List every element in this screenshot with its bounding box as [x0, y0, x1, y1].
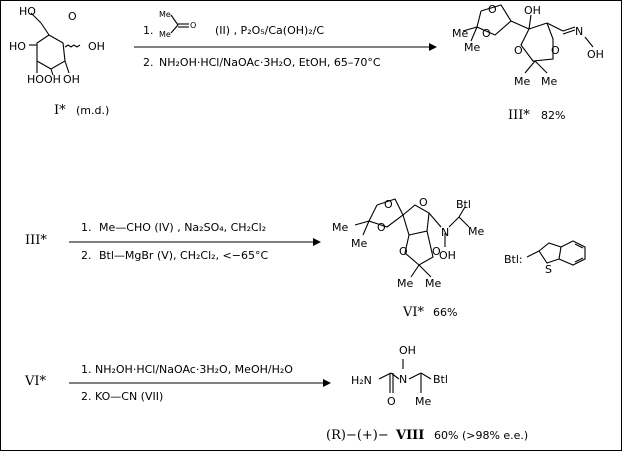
step1-condition-1: (II) , P₂O₅/Ca(OH)₂/C	[215, 24, 324, 37]
compound-III-structure	[462, 4, 594, 74]
compound-VIII-label: VIII	[395, 428, 424, 443]
compound-VI-yield: 66%	[433, 306, 457, 319]
III-o-upper1: O	[488, 3, 497, 16]
step1-condition-2: NH₂OH·HCl/NaOAc·3H₂O, EtOH, 65–70°C	[159, 56, 381, 69]
III-me2: Me	[464, 41, 480, 54]
III-n: N	[575, 25, 583, 38]
VI-oh: OH	[439, 249, 456, 262]
step2-condition-1: Me—CHO (IV) , Na₂SO₄, CH₂Cl₂	[99, 221, 266, 234]
compound-III-label: III*	[508, 108, 530, 123]
compound-VIII-prefix: (R)−(+)−	[326, 428, 389, 443]
VIII-oh: OH	[399, 344, 416, 357]
step2-condition-2: Btl—MgBr (V), CH₂Cl₂, <−65°C	[99, 249, 268, 262]
glucose-ho-left: HO	[9, 40, 26, 53]
VI-o-lower2: O	[432, 245, 441, 258]
reagent-II-me-top: Me	[159, 10, 171, 19]
VI-me3: Me	[397, 277, 413, 290]
step1-condition-1-num: 1.	[143, 24, 154, 37]
benzothiophene-structure	[526, 240, 586, 266]
compound-VI-label: VI*	[402, 305, 425, 320]
III-o-upper2: O	[482, 27, 491, 40]
compound-VIII-yield: 60% (>98% e.e.)	[434, 429, 528, 442]
III-oh-oxime: OH	[587, 48, 604, 61]
step1-condition-2-num: 2.	[143, 56, 154, 69]
VI-me-side: Me	[468, 225, 484, 238]
glucose-o-ring: O	[68, 10, 77, 23]
VIII-h2n: H₂N	[351, 374, 372, 387]
III-oh-top: OH	[524, 4, 541, 17]
compound-VIII-structure	[378, 359, 432, 393]
VI-btl: Btl	[456, 198, 471, 211]
compound-III-yield: 82%	[541, 109, 565, 122]
VI-n: N	[441, 226, 449, 239]
glucose-oh-bottom1: OH	[44, 73, 61, 86]
glucose-ho-bottom: HO	[27, 73, 44, 86]
VI-o-upper2: O	[377, 221, 386, 234]
VI-o-lower1: O	[399, 245, 408, 258]
VI-me4: Me	[425, 277, 441, 290]
III-me4: Me	[541, 75, 557, 88]
step1-arrowhead	[429, 43, 437, 51]
VI-o-ring: O	[419, 196, 428, 209]
VIII-n: N	[399, 373, 407, 386]
reagent-II-me-bottom: Me	[159, 30, 171, 39]
glucose-structure	[29, 12, 81, 76]
glucose-oh-anomeric: OH	[88, 40, 105, 53]
III-me1: Me	[452, 27, 468, 40]
compound-I-note: (m.d.)	[76, 104, 109, 117]
step2-condition-1-num: 1.	[81, 221, 92, 234]
step3-condition-2: 2. KO—CN (VII)	[81, 390, 163, 403]
step2-start-label: III*	[25, 233, 47, 248]
btl-legend-label: Btl:	[504, 253, 523, 266]
step3-arrowhead	[323, 379, 331, 387]
VIII-o: O	[387, 395, 396, 408]
glucose-oh-bottom2: OH	[63, 73, 80, 86]
compound-VI-structure	[354, 198, 470, 278]
step3-condition-1: 1. NH₂OH·HCl/NaOAc·3H₂O, MeOH/H₂O	[81, 363, 293, 376]
btl-s: S	[545, 263, 552, 276]
reagent-II-o: O	[190, 21, 196, 30]
step2-arrowhead	[313, 238, 321, 246]
VI-me1: Me	[332, 221, 348, 234]
compound-I-label: I*	[54, 103, 66, 118]
VI-o-upper1: O	[384, 198, 393, 211]
VIII-btl: Btl	[433, 373, 448, 386]
step3-start-label: VI*	[24, 374, 47, 389]
III-o-lower1: O	[514, 44, 523, 57]
glucose-ho-top: HO	[19, 5, 36, 18]
III-o-lower2: O	[551, 44, 560, 57]
VIII-me: Me	[415, 395, 431, 408]
III-me3: Me	[514, 75, 530, 88]
step2-condition-2-num: 2.	[81, 249, 92, 262]
VI-me2: Me	[351, 237, 367, 250]
